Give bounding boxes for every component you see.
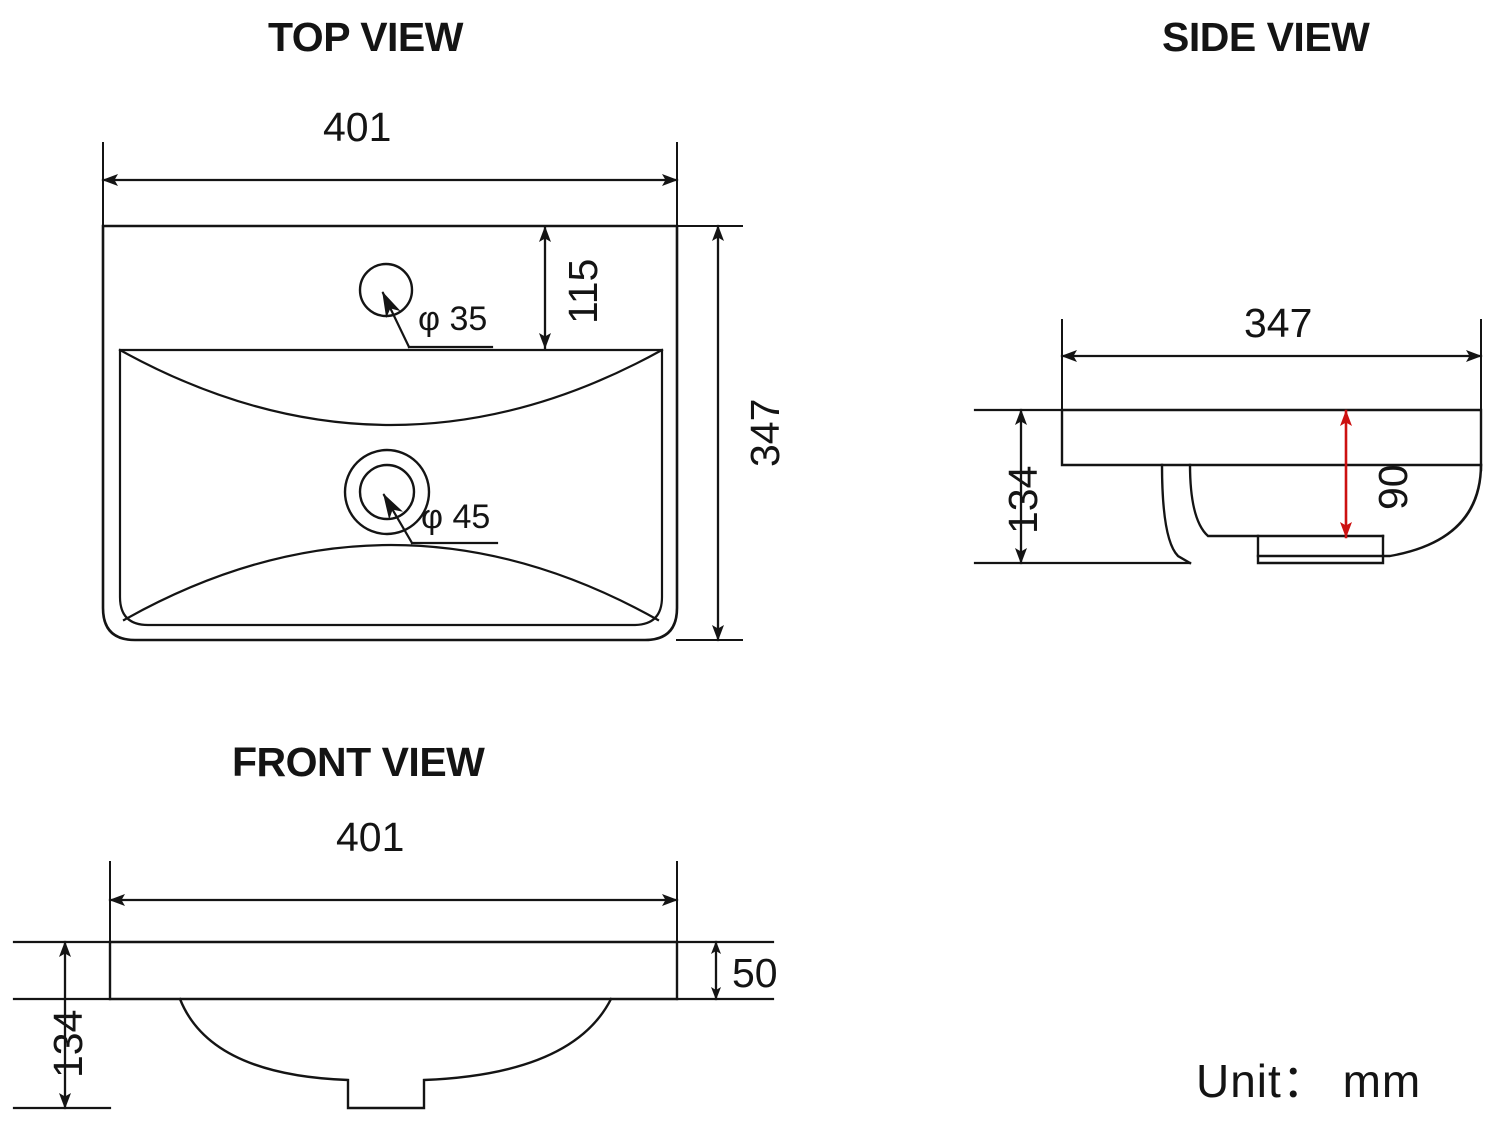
drain-hole-leader (384, 493, 497, 543)
front-width-dim-label: 401 (336, 814, 405, 860)
tap-hole-leader (383, 291, 492, 347)
front-view-geometry (14, 942, 773, 1108)
side-view-geometry (975, 410, 1481, 563)
side-bowl-depth-dim-label: 90 (1370, 464, 1416, 510)
unit-note: Unit： mm (1196, 1055, 1422, 1107)
top-tap-setback-dim-label: 115 (560, 258, 606, 324)
top-width-dim-label: 401 (323, 104, 392, 150)
side-depth-dim-label: 347 (1244, 300, 1313, 346)
front-view-extension-lines (110, 862, 677, 999)
tap-hole-diameter-label: φ 35 (418, 300, 488, 338)
front-view-title: FRONT VIEW (232, 739, 485, 785)
top-view-extension-lines (103, 143, 742, 640)
side-height-dim-label: 134 (1000, 465, 1046, 534)
front-height-dim-label: 134 (45, 1009, 91, 1078)
top-view-title: TOP VIEW (268, 14, 463, 60)
drain-hole-diameter-label: φ 45 (421, 498, 491, 536)
side-view-title: SIDE VIEW (1162, 14, 1370, 60)
side-view-extension-lines (1062, 320, 1481, 412)
top-depth-dim-label: 347 (742, 398, 788, 467)
front-rim-dim-label: 50 (732, 950, 778, 996)
